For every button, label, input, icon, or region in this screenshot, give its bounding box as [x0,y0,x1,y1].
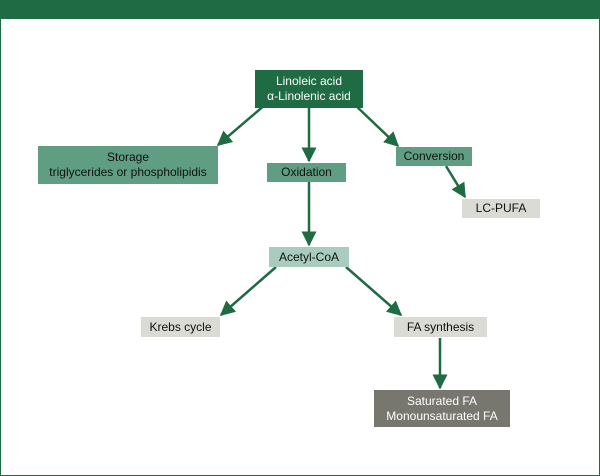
node-storage: Storage triglycerides or phospholipidis [38,146,218,184]
node-krebs-label: Krebs cycle [149,319,212,334]
arrow-conversion-to-lcpufa [444,165,467,199]
node-source-line1: Linoleic acid [275,74,343,88]
node-fa-synthesis: FA synthesis [394,317,487,337]
node-acetylcoa-label: Acetyl-CoA [278,249,340,264]
arrow-acetylcoa-to-fasynthesis [345,266,403,316]
node-oxidation-label: Oxidation [281,165,332,179]
node-linoleic-linolenic: Linoleic acid α-Linolenic acid [255,70,363,108]
arrow-source-to-storage [216,103,267,146]
node-acetyl-coa: Acetyl-CoA [269,247,349,267]
node-oxidation: Oxidation [267,163,346,182]
node-storage-line1: Storage [106,150,150,164]
node-source-line2: α-Linolenic acid [267,89,351,103]
header-bar [0,0,600,19]
node-lcpufa-label: LC-PUFA [475,201,527,215]
node-storage-line2: triglycerides or phospholipidis [49,165,207,179]
arrow-acetylcoa-to-krebs [219,266,277,316]
arrow-source-to-conversion [353,103,400,148]
node-saturated-fa: Saturated FA Monounsaturated FA [374,390,510,427]
node-lc-pufa: LC-PUFA [462,199,540,218]
node-krebs-cycle: Krebs cycle [141,317,220,337]
node-saturated-line1: Saturated FA [406,393,478,408]
node-conversion-label: Conversion [403,149,465,163]
node-fasynthesis-label: FA synthesis [406,319,475,334]
node-saturated-line2: Monounsaturated FA [386,408,498,423]
node-conversion: Conversion [396,147,472,166]
